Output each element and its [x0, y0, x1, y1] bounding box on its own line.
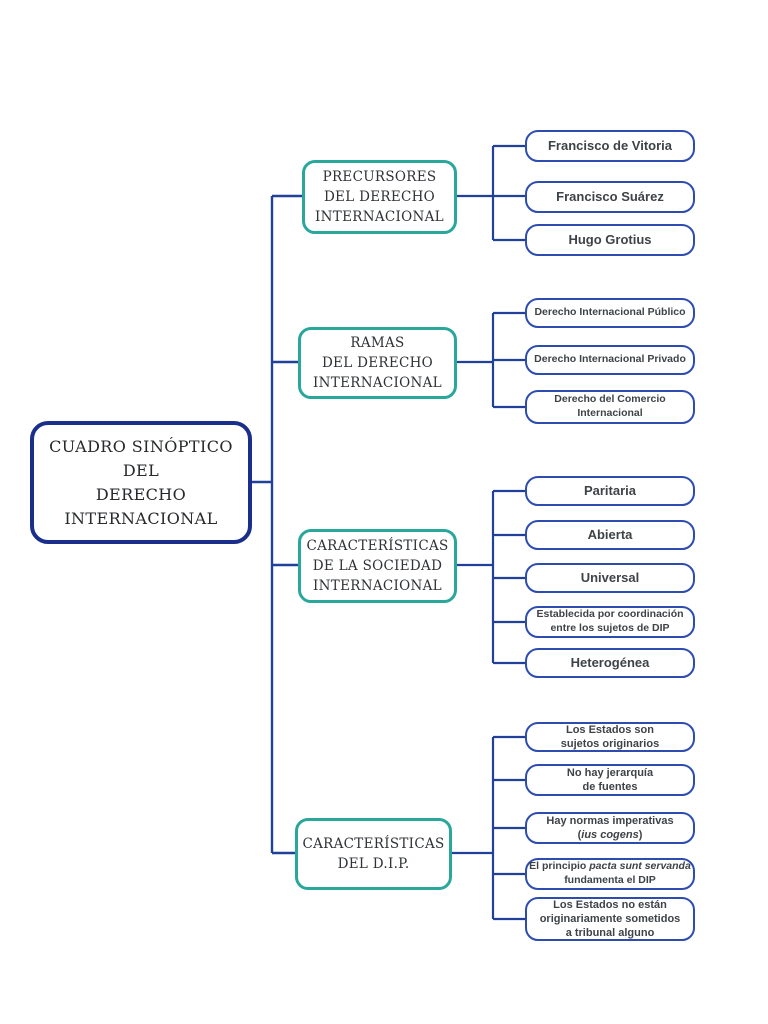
- connector-group-sociedad: [456, 489, 526, 665]
- leaf-francisco-suarez: Francisco Suárez: [525, 181, 695, 213]
- leaf-line: Hay normas imperativas: [546, 814, 674, 827]
- leaf-normas-imperativas-ius-cogens: Hay normas imperativas (ius cogens): [525, 812, 695, 844]
- leaf-derecho-internacional-privado: Derecho Internacional Privado: [525, 345, 695, 375]
- connector-group-dip: [451, 735, 526, 921]
- connector-group-ramas: [456, 311, 526, 409]
- leaf-pacta-sunt-servanda: El principio pacta sunt servanda fundame…: [525, 858, 695, 890]
- leaf-paritaria: Paritaria: [525, 476, 695, 506]
- leaf-derecho-internacional-publico: Derecho Internacional Público: [525, 298, 695, 328]
- leaf-abierta: Abierta: [525, 520, 695, 550]
- leaf-francisco-de-vitoria: Francisco de Vitoria: [525, 130, 695, 162]
- leaf-hugo-grotius: Hugo Grotius: [525, 224, 695, 256]
- leaf-line: fundamenta el DIP: [564, 874, 656, 886]
- root-box: CUADRO SINÓPTICO DEL DERECHO INTERNACION…: [30, 421, 252, 544]
- leaf-line: (ius cogens): [578, 828, 643, 842]
- leaf-text-part: El principio: [529, 860, 590, 873]
- leaf-text-part: ): [638, 829, 643, 841]
- leaf-heterogenea: Heterogénea: [525, 648, 695, 678]
- leaf-establecida-por-coordinacion: Establecida por coordinación entre los s…: [525, 606, 695, 638]
- branch-caracteristicas-sociedad: CARACTERÍSTICAS DE LA SOCIEDAD INTERNACI…: [298, 529, 457, 603]
- leaf-no-hay-jerarquia-de-fuentes: No hay jerarquía de fuentes: [525, 764, 695, 796]
- branch-precursores: PRECURSORES DEL DERECHO INTERNACIONAL: [302, 160, 457, 234]
- connector-group-precursores: [456, 144, 526, 242]
- branch-ramas: RAMAS DEL DERECHO INTERNACIONAL: [298, 327, 457, 399]
- leaf-text-italic: pacta sunt servanda: [589, 860, 691, 873]
- connector-root-to-branches: [252, 194, 303, 855]
- leaf-text-part: (: [577, 829, 582, 841]
- branch-caracteristicas-dip: CARACTERÍSTICAS DEL D.I.P.: [295, 818, 452, 890]
- leaf-estados-no-sometidos-tribunal: Los Estados no están originariamente som…: [525, 897, 695, 941]
- leaf-line: El principio pacta sunt servanda: [529, 860, 691, 874]
- leaf-universal: Universal: [525, 563, 695, 593]
- leaf-text-italic: ius cogens: [581, 829, 639, 841]
- leaf-estados-sujetos-originarios: Los Estados son sujetos originarios: [525, 722, 695, 752]
- leaf-derecho-del-comercio-internacional: Derecho del Comercio Internacional: [525, 390, 695, 424]
